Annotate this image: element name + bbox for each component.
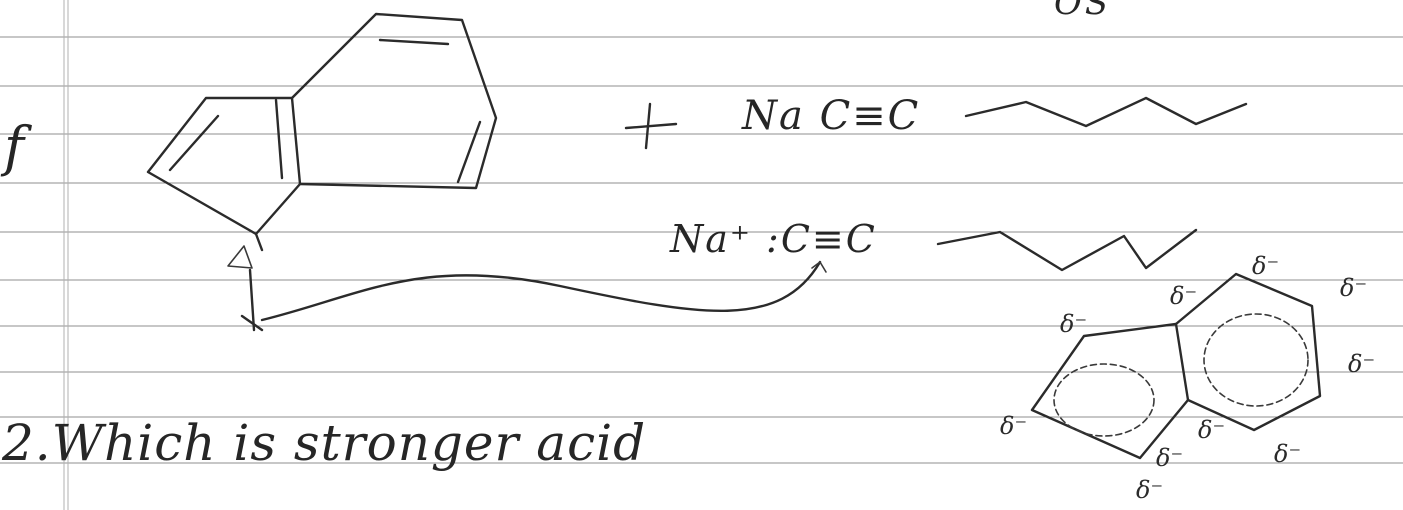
reagent-alkyl-chain <box>964 96 1248 128</box>
ruled-lines <box>0 36 1403 464</box>
partial-charge-label: δ⁻ <box>1348 350 1376 378</box>
partial-charge-label: δ⁻ <box>1136 476 1164 504</box>
margin-lines <box>63 0 69 510</box>
plus-sign <box>624 102 678 150</box>
partial-charge-label: δ⁻ <box>1252 252 1280 280</box>
partial-charge-label: δ⁻ <box>1170 282 1198 310</box>
proton-transfer-arrow <box>240 260 827 332</box>
partial-charge-label: δ⁻ <box>1274 440 1302 468</box>
indenyl-anion-structure <box>1030 272 1322 460</box>
product-formula: Na⁺ :C≡C <box>670 217 877 261</box>
partial-charge-label: δ⁻ <box>1000 412 1028 440</box>
delta-mark <box>227 245 253 269</box>
partial-charge-label: δ⁻ <box>1060 310 1088 338</box>
product-alkyl-chain <box>936 228 1198 272</box>
question-text: 2.Which is stronger acid <box>2 414 647 472</box>
partial-charge-label: δ⁻ <box>1156 444 1184 472</box>
partial-charge-label: δ⁻ <box>1340 274 1368 302</box>
problem-label: f <box>4 115 24 178</box>
partial-charge-label: δ⁻ <box>1198 416 1226 444</box>
indene-structure <box>146 12 498 252</box>
reagent-formula: Na C≡C <box>742 93 921 139</box>
top-note: OS⁻ <box>1054 0 1133 23</box>
